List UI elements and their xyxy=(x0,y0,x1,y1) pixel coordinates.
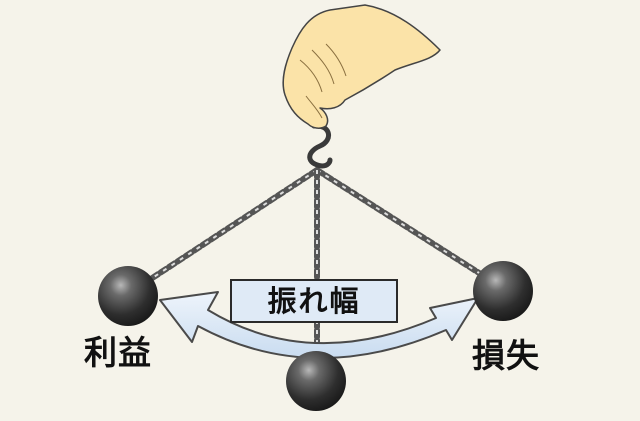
hand-holding-hook-icon xyxy=(282,4,441,129)
s-hook-icon xyxy=(307,123,333,169)
amplitude-label: 振れ幅 xyxy=(267,283,361,318)
weight-ball-center xyxy=(286,351,346,411)
weight-ball-right xyxy=(473,261,533,321)
chain-left xyxy=(131,167,320,293)
loss-label: 損失 xyxy=(472,336,540,375)
chain-right xyxy=(314,167,501,288)
profit-label: 利益 xyxy=(84,333,152,372)
amplitude-label-box: 振れ幅 xyxy=(230,279,398,323)
swing-arrow xyxy=(159,291,479,360)
weight-ball-left xyxy=(98,266,158,326)
